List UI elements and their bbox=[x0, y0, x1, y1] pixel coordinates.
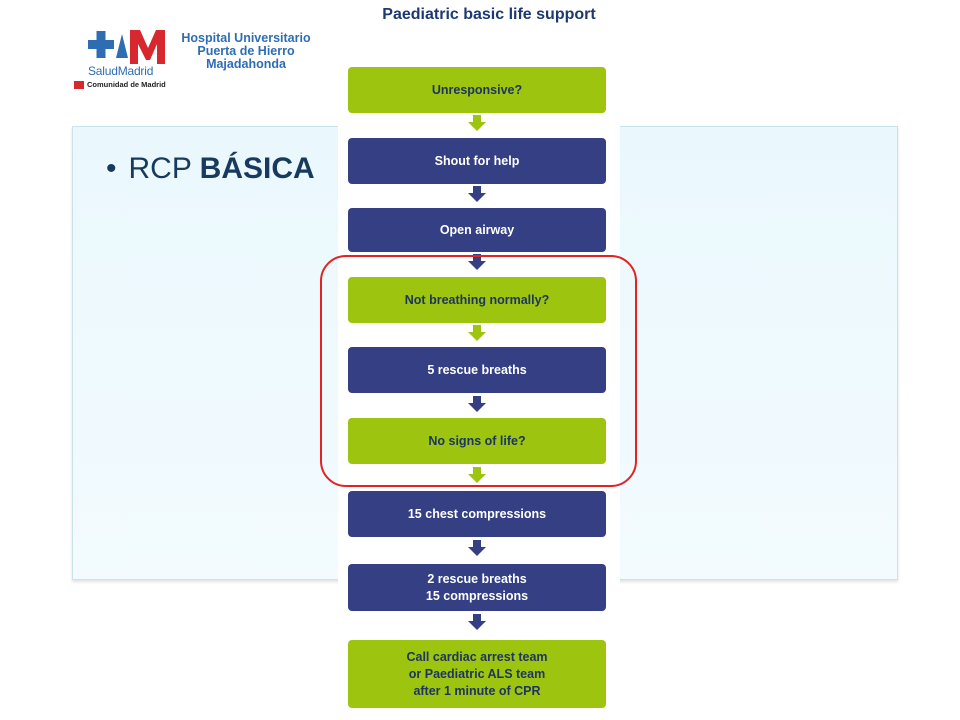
hospital-name-line: Hospital Universitario bbox=[181, 31, 311, 45]
salud-madrid-label: SaludMadrid bbox=[88, 64, 154, 78]
highlight-frame bbox=[320, 255, 637, 487]
step-text: Unresponsive? bbox=[432, 82, 522, 99]
arrow-down-icon bbox=[468, 467, 486, 483]
algorithm-step-call-team: Call cardiac arrest team or Paediatric AL… bbox=[348, 640, 606, 708]
step-text: 15 chest compressions bbox=[408, 506, 546, 523]
algorithm-step-shout-for-help: Shout for help bbox=[348, 138, 606, 184]
bullet-rcp-basica: • RCP BÁSICA bbox=[106, 152, 315, 186]
salud-madrid-m-icon bbox=[88, 30, 165, 64]
step-text-line: No signs of life? bbox=[428, 433, 526, 448]
arrow-down-icon bbox=[468, 325, 486, 341]
algorithm-step-open-airway: Open airway bbox=[348, 208, 606, 252]
step-text-line: Shout for help bbox=[434, 153, 520, 168]
arrow-down-icon bbox=[468, 186, 486, 202]
algorithm-step-rescue-breaths: 5 rescue breaths bbox=[348, 347, 606, 393]
step-text-line: Not breathing normally? bbox=[404, 292, 550, 307]
pbls-algorithm-title: Paediatric basic life support bbox=[382, 6, 596, 23]
step-text: No signs of life? bbox=[428, 433, 525, 450]
step-text: Open airway bbox=[440, 222, 514, 239]
comunidad-text: Comunidad de Madrid bbox=[87, 80, 166, 89]
step-text: Not breathing normally? bbox=[405, 292, 549, 309]
algorithm-step-breaths-compressions: 2 rescue breaths 15 compressions bbox=[348, 564, 606, 611]
step-text: Call cardiac arrest team or Paediatric AL… bbox=[406, 649, 547, 700]
comunidad-flag-icon bbox=[74, 80, 84, 89]
step-text-line: 2 rescue breaths bbox=[427, 571, 527, 586]
step-text-line: 5 rescue breaths bbox=[427, 362, 527, 377]
step-text-line: 15 compressions bbox=[425, 588, 529, 603]
step-text-line: after 1 minute of CPR bbox=[413, 683, 541, 698]
step-text: 2 rescue breaths 15 compressions bbox=[426, 571, 528, 605]
bullet-bold-text: BÁSICA bbox=[199, 152, 315, 185]
step-text-line: Open airway bbox=[439, 222, 515, 237]
algorithm-step-unresponsive: Unresponsive? bbox=[348, 67, 606, 113]
step-text: 5 rescue breaths bbox=[427, 362, 526, 379]
hospital-logo: SaludMadrid Hospital Universitario Puert… bbox=[74, 24, 324, 96]
step-text-line: Call cardiac arrest team bbox=[406, 649, 548, 664]
step-text-line: Unresponsive? bbox=[431, 82, 523, 97]
hospital-name: Hospital Universitario Puerta de Hierro … bbox=[166, 32, 326, 71]
algorithm-step-no-signs-of-life: No signs of life? bbox=[348, 418, 606, 464]
step-text: Shout for help bbox=[435, 153, 520, 170]
arrow-down-icon bbox=[468, 396, 486, 412]
hospital-name-line: Majadahonda bbox=[206, 57, 286, 71]
arrow-down-icon bbox=[468, 254, 486, 270]
hospital-name-line: Puerta de Hierro bbox=[197, 44, 295, 58]
bullet-dot-icon: • bbox=[106, 152, 117, 185]
arrow-down-icon bbox=[468, 614, 486, 630]
step-text-line: 15 chest compressions bbox=[407, 506, 547, 521]
algorithm-step-not-breathing: Not breathing normally? bbox=[348, 277, 606, 323]
comunidad-label: Comunidad de Madrid bbox=[74, 80, 166, 89]
arrow-down-icon bbox=[468, 540, 486, 556]
arrow-down-icon bbox=[468, 115, 486, 131]
algorithm-step-chest-compressions: 15 chest compressions bbox=[348, 491, 606, 537]
bullet-prefix: RCP bbox=[128, 152, 200, 185]
step-text-line: or Paediatric ALS team bbox=[408, 666, 546, 681]
